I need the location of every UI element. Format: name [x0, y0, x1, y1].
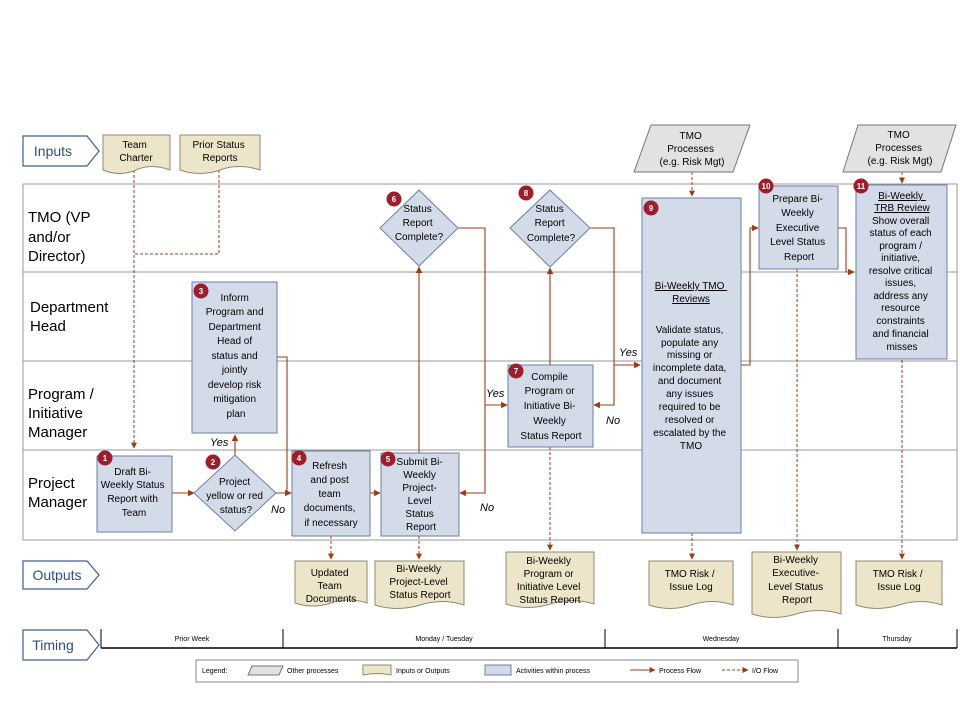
row-tag-timing: Timing [22, 629, 100, 661]
legend-io-flow: I/O Flow [752, 668, 779, 675]
svg-text:Bi-Weekly TRB Review: Bi-Weekly TRB Review [874, 191, 930, 214]
lane-label-program-manager: Program / Initiative Manager [28, 386, 98, 441]
step-badge-1: 1 [97, 450, 113, 466]
legend-activities: Activities within process [516, 668, 590, 675]
label-no-step-2: No [271, 504, 285, 516]
input-team-charter: Team Charter [102, 134, 171, 174]
svg-text:Inputs: Inputs [34, 143, 72, 159]
svg-text:Refresh and post t: Refresh and post team documents, if nece… [304, 461, 358, 529]
label-yes-step-2: Yes [210, 437, 229, 449]
svg-text:Timing: Timing [32, 637, 74, 653]
output-updated-team-documents: Updated Team Documents [294, 560, 368, 607]
svg-text:Status Report Comp: Status Report Complete? [395, 204, 444, 243]
step-badge-5: 5 [380, 451, 396, 467]
step-badge-6: 6 [386, 191, 402, 207]
svg-text:6: 6 [392, 195, 397, 204]
step-3-inform-program: Inform Program and Department Head of st… [191, 281, 278, 434]
svg-text:TMO Risk / Issue Log: TMO Risk / Issue Log [873, 569, 926, 593]
legend: Legend: Other processes Inputs or Output… [195, 659, 799, 683]
svg-text:Show overall status of e: Show overall status of each program / in… [869, 216, 935, 353]
lane-label-department-head: Department Head [30, 299, 113, 335]
lane-label-tmo: TMO (VP and/or Director) [28, 209, 94, 265]
step-1-draft-report: Draft Bi- Weekly Status Report with Team [96, 455, 173, 533]
timing-thursday: Thursday [882, 636, 912, 643]
svg-text:Compile Program or: Compile Program or Initiative Bi- Weekly… [520, 372, 581, 442]
step-badge-11: 11 [853, 178, 869, 194]
row-tag-outputs: Outputs [22, 560, 100, 590]
step-2-decision-yellow-red: Project yellow or red status? [193, 454, 277, 532]
legend-process-flow: Process Flow [659, 668, 702, 675]
io-flows [131, 170, 905, 560]
output-executive-level-status-report: Bi-Weekly Executive- Level Status Report [751, 551, 842, 618]
svg-text:2: 2 [211, 458, 216, 467]
step-badge-9: 9 [643, 200, 659, 216]
timing-bar: Prior Week Monday / Tuesday Wednesday Th… [100, 629, 958, 649]
svg-text:7: 7 [514, 367, 519, 376]
svg-text:10: 10 [762, 182, 771, 191]
lane-label-project-manager: Project Manager [28, 475, 87, 511]
svg-text:4: 4 [297, 454, 302, 463]
step-badge-2: 2 [205, 454, 221, 470]
svg-text:8: 8 [524, 189, 529, 198]
svg-text:Submit Bi- Weekly: Submit Bi- Weekly Project- Level Status … [397, 457, 446, 533]
step-6-decision-complete: Status Report Complete? [379, 189, 459, 267]
step-10-prepare-executive-report: Prepare Bi- Weekly Executive Level Statu… [758, 185, 839, 270]
svg-text:Bi-Weekly TMO Reviews: Bi-Weekly TMO Reviews [655, 281, 727, 305]
svg-text:Team Charter: Team Charter [119, 140, 153, 164]
timing-monday-tuesday: Monday / Tuesday [415, 636, 473, 643]
step-7-compile-program-report: Compile Program or Initiative Bi- Weekly… [507, 364, 594, 448]
label-no-step-8: No [606, 415, 620, 427]
input-prior-status-reports: Prior Status Reports [179, 134, 261, 174]
svg-text:11: 11 [857, 182, 866, 191]
svg-text:Validate status, populat: Validate status, populate any missing or… [653, 325, 729, 452]
svg-text:3: 3 [199, 287, 204, 296]
svg-text:Bi-Weekly Project-Level: Bi-Weekly Project-Level Status Report [389, 564, 450, 601]
timing-prior-week: Prior Week [175, 636, 210, 643]
svg-text:Bi-Weekly Executive-: Bi-Weekly Executive- Level Status Report [768, 555, 826, 606]
output-project-level-status-report: Bi-Weekly Project-Level Status Report [374, 560, 465, 609]
label-yes-step-8: Yes [619, 347, 638, 359]
output-tmo-risk-issue-log-2: TMO Risk / Issue Log [855, 560, 943, 609]
swimlane-frame [22, 183, 958, 541]
row-tag-inputs: Inputs [22, 135, 100, 167]
step-8-decision-complete: Status Report Complete? [509, 189, 591, 268]
svg-text:Inform Program and: Inform Program and Department Head of st… [206, 293, 267, 420]
input-tmo-processes-1: TMO Processes (e.g. Risk Mgt) [633, 124, 751, 173]
legend-inputs-outputs: Inputs or Outputs [396, 668, 450, 675]
step-9-tmo-reviews: Bi-Weekly TMO Reviews Validate status, p… [641, 197, 742, 534]
timing-wednesday: Wednesday [703, 636, 740, 643]
svg-text:TMO Risk / Issue Log: TMO Risk / Issue Log [665, 569, 718, 593]
legend-title: Legend: [202, 668, 227, 675]
svg-text:Prepare Bi- Weekly: Prepare Bi- Weekly Executive Level Statu… [770, 194, 828, 263]
step-badge-4: 4 [291, 450, 307, 466]
svg-text:9: 9 [649, 204, 654, 213]
svg-text:Draft Bi- Weekly Status: Draft Bi- Weekly Status Report with Team [101, 467, 168, 519]
step-5-submit-report: Submit Bi- Weekly Project- Level Status … [380, 452, 460, 537]
input-tmo-processes-2: TMO Processes (e.g. Risk Mgt) [842, 124, 957, 173]
step-badges: 1 2 3 4 5 6 7 8 9 10 11 [97, 178, 869, 470]
svg-text:5: 5 [386, 455, 391, 464]
step-badge-8: 8 [518, 185, 534, 201]
svg-text:Project yellow or red: Project yellow or red status? [206, 477, 265, 516]
svg-text:Updated Team Docum: Updated Team Documents [306, 568, 357, 605]
svg-text:Prior Status Reports: Prior Status Reports [192, 140, 247, 164]
svg-text:Bi-Weekly Program or: Bi-Weekly Program or Initiative Level St… [517, 556, 583, 606]
label-yes-step-6: Yes [486, 388, 505, 400]
svg-text:1: 1 [103, 454, 108, 463]
step-badge-3: 3 [193, 283, 209, 299]
step-badge-10: 10 [758, 178, 774, 194]
legend-other-processes: Other processes [287, 668, 339, 675]
label-no-step-6: No [480, 502, 494, 514]
step-11-trb-review: Bi-Weekly TRB Review Show overall status… [855, 184, 948, 360]
svg-text:TMO Processes (e.g: TMO Processes (e.g. Risk Mgt) [867, 130, 932, 167]
output-program-level-status-report: Bi-Weekly Program or Initiative Level St… [505, 551, 595, 608]
step-badge-7: 7 [508, 363, 524, 379]
step-4-refresh-documents: Refresh and post team documents, if nece… [291, 450, 371, 537]
output-tmo-risk-issue-log-1: TMO Risk / Issue Log [648, 560, 734, 609]
svg-text:TMO Processes (e.g: TMO Processes (e.g. Risk Mgt) [659, 131, 724, 168]
svg-text:Status Report Comp: Status Report Complete? [527, 204, 576, 244]
svg-text:Outputs: Outputs [32, 567, 81, 583]
